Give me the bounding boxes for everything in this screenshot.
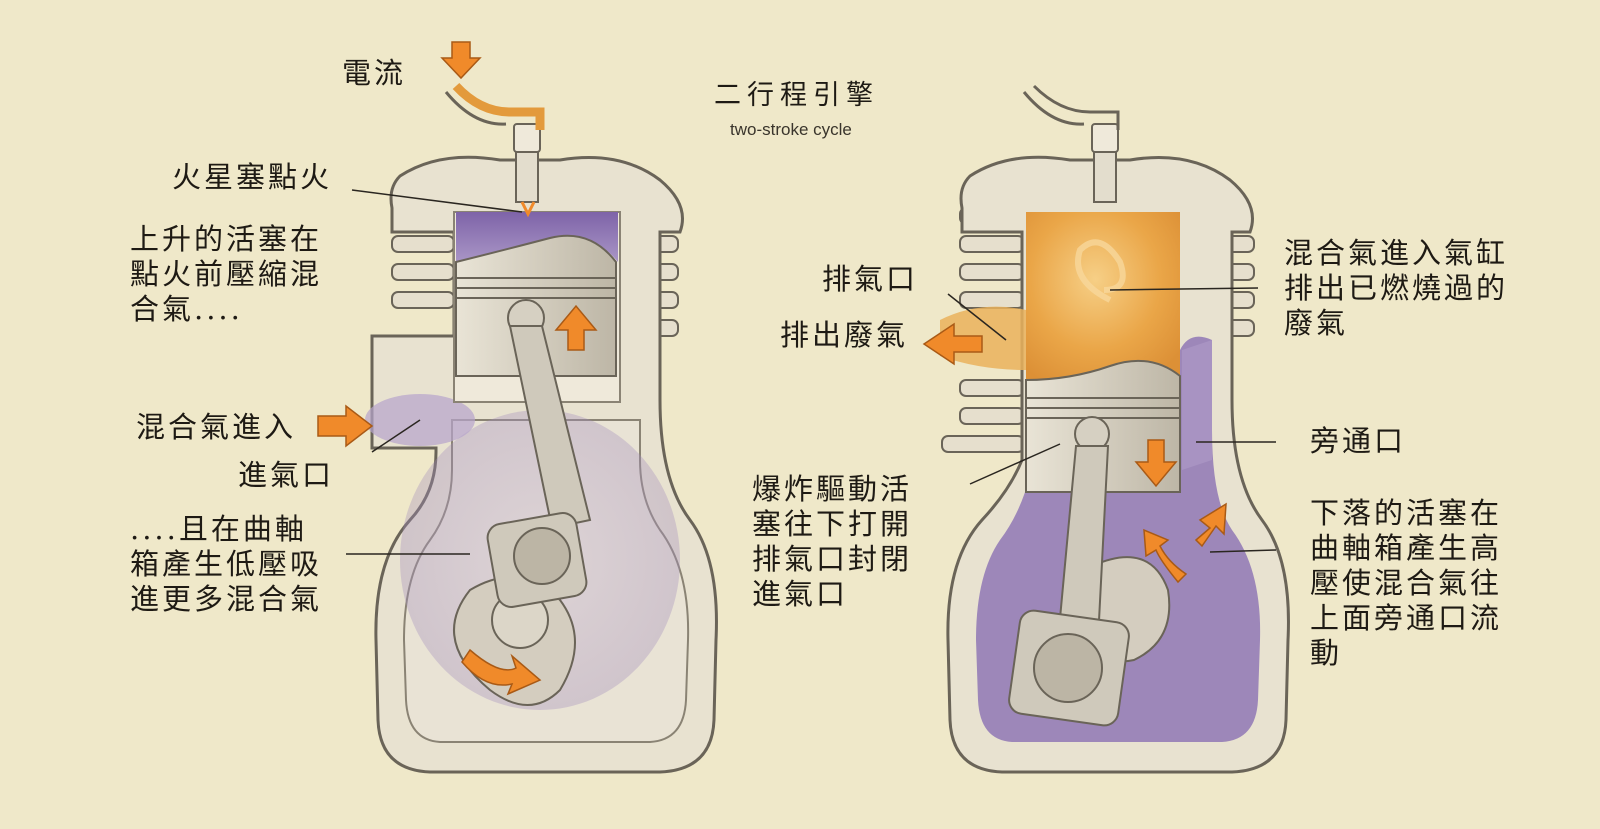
left-spark-plug [513, 123, 541, 218]
left-connecting-rod [508, 325, 592, 530]
right-leader-lines [947, 287, 1277, 553]
mixture-into-cylinder-label: 混合氣進入氣缸 排出已燃燒過的 廢氣 [1284, 236, 1509, 340]
mixture-in-arrow [317, 404, 374, 448]
transfer-port-label: 旁通口 [1310, 424, 1407, 458]
right-engine [922, 84, 1290, 774]
current-label: 電流 [342, 56, 407, 90]
left-compressed-mixture [456, 212, 618, 262]
left-engine [317, 41, 718, 774]
current-arrow [440, 41, 482, 80]
transfer-flow-arrow [1194, 502, 1227, 548]
mixture-enters-label: 混合氣進入 [136, 410, 297, 444]
intake-port-label: 進氣口 [238, 458, 335, 492]
exhaust-out-arrow [922, 322, 983, 366]
left-ignition-wire [452, 82, 545, 130]
falling-piston-label: 下落的活塞在 曲軸箱產生高 壓使混合氣往 上面旁通口流 動 [1310, 496, 1503, 670]
right-exhaust-plume [940, 306, 1026, 370]
crankcase-flow-arrow [1143, 528, 1188, 584]
right-big-end [1033, 633, 1103, 703]
crankcase-low-pressure-label: ....且在曲軸 箱產生低壓吸 進更多混合氣 [130, 512, 323, 616]
right-ignition-wire [1032, 84, 1120, 130]
explosion-drives-piston-label: 爆炸驅動活 塞往下打開 排氣口封閉 進氣口 [752, 472, 913, 611]
right-piston-down-arrow [1134, 439, 1178, 488]
crank-rotation-arrow [461, 648, 542, 696]
right-spark-plug [1091, 123, 1119, 203]
left-big-end [513, 527, 571, 585]
rising-piston-label: 上升的活塞在 點火前壓縮混 合氣.... [130, 222, 323, 326]
left-leader-lines [346, 189, 523, 555]
diagram-title: 二行程引擎 [714, 80, 879, 111]
diagram-subtitle: two-stroke cycle [730, 120, 852, 139]
left-piston-up-arrow [554, 304, 598, 351]
right-transfer-channel [1182, 340, 1212, 470]
exhaust-out-label: 排出廢氣 [780, 318, 909, 352]
spark-plug-fires-label: 火星塞點火 [172, 160, 333, 194]
exhaust-port-label: 排氣口 [822, 262, 919, 296]
